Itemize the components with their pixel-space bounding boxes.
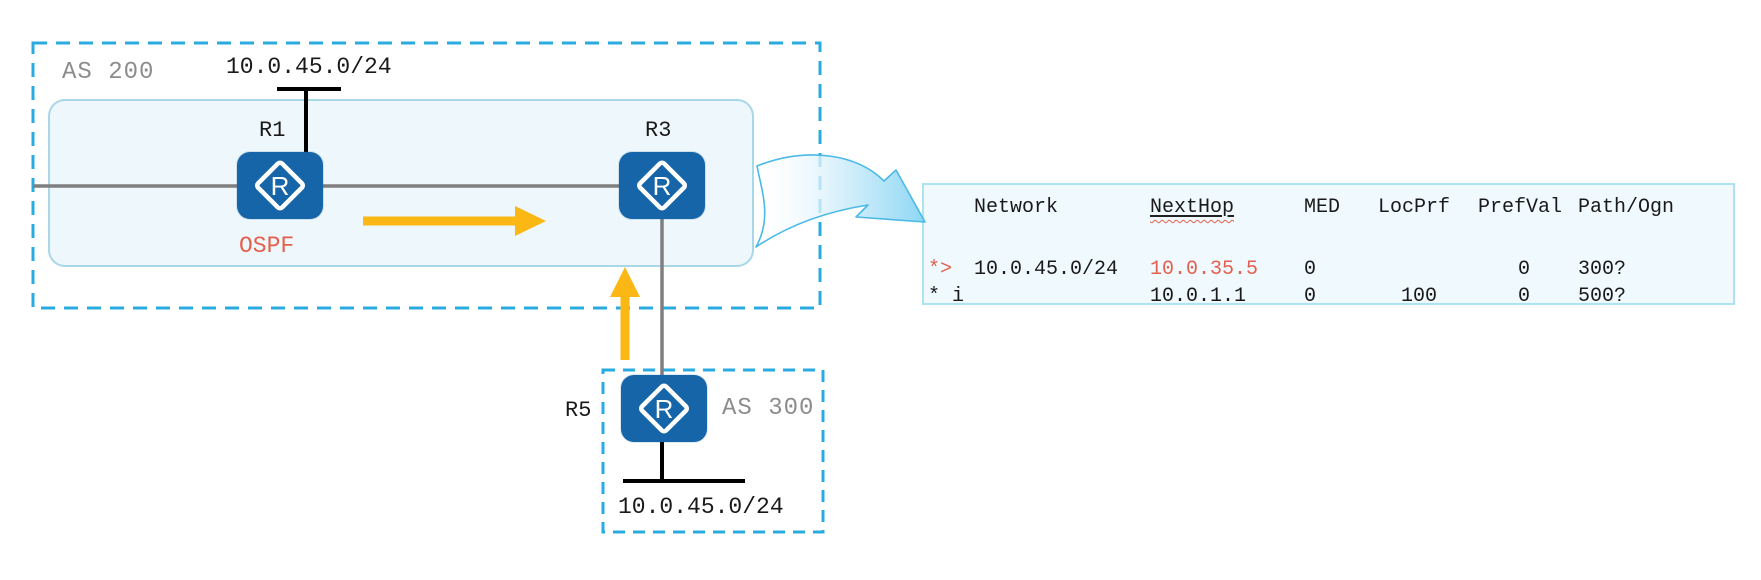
r5-label: R5 <box>565 398 592 423</box>
route-status-flag: *> <box>928 258 953 281</box>
bgp-route-row-best: *> 10.0.45.0/24 10.0.35.5 0 0 300? <box>924 258 1733 282</box>
router-r3-icon: R <box>619 152 705 219</box>
route-prefval: 0 <box>1518 258 1531 281</box>
bgp-route-row-ibgp: * i 10.0.1.1 0 100 0 500? <box>924 285 1733 309</box>
bgp-table-header-row: Network NextHop MED LocPrf PrefVal Path/… <box>924 196 1733 220</box>
router-r5-icon: R <box>621 375 707 442</box>
col-header-locprf: LocPrf <box>1378 196 1451 219</box>
svg-text:R: R <box>653 171 672 201</box>
bgp-route-table: Network NextHop MED LocPrf PrefVal Path/… <box>922 183 1735 308</box>
r1-label: R1 <box>259 118 286 143</box>
route-network: 10.0.45.0/24 <box>974 258 1119 281</box>
col-header-prefval: PrefVal <box>1478 196 1563 219</box>
router-diamond-icon: R <box>254 160 306 211</box>
route-path: 500? <box>1578 285 1627 308</box>
route-locprf <box>1378 258 1478 282</box>
route-path: 300? <box>1578 258 1627 281</box>
svg-text:R: R <box>271 171 290 201</box>
router-r1-icon: R <box>237 152 323 219</box>
as300-label: AS 300 <box>722 395 815 422</box>
col-header-path: Path/Ogn <box>1578 196 1675 219</box>
router-diamond-icon: R <box>636 160 688 211</box>
col-header-status <box>924 196 974 220</box>
route-prefval: 0 <box>1518 285 1531 308</box>
network-label-top: 10.0.45.0/24 <box>226 54 392 80</box>
route-med: 0 <box>1304 285 1317 308</box>
r3-label: R3 <box>645 118 672 143</box>
col-header-nexthop: NextHop <box>1150 196 1235 219</box>
router-diamond-icon: R <box>638 383 690 434</box>
network-label-bottom: 10.0.45.0/24 <box>618 494 784 520</box>
as200-label: AS 200 <box>62 59 155 86</box>
route-status-flag: * i <box>928 285 965 308</box>
route-network <box>974 285 1150 309</box>
col-header-med: MED <box>1304 196 1341 219</box>
route-arrow-up-icon <box>610 267 640 360</box>
route-med: 0 <box>1304 258 1317 281</box>
route-arrow-right-icon <box>363 206 546 236</box>
col-header-network: Network <box>974 196 1059 219</box>
route-locprf: 100 <box>1401 285 1438 308</box>
route-nexthop: 10.0.1.1 <box>1150 285 1247 308</box>
ospf-label: OSPF <box>239 233 295 259</box>
route-nexthop: 10.0.35.5 <box>1150 258 1259 281</box>
svg-text:R: R <box>655 394 674 424</box>
